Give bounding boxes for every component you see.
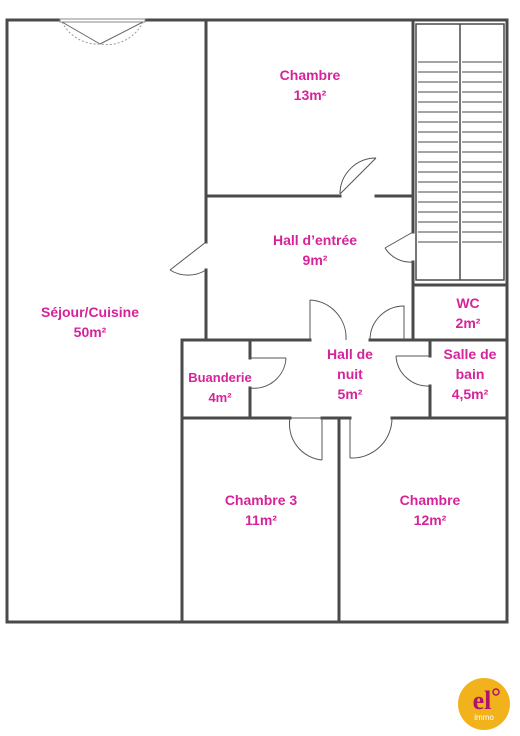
room-area: 4m² (208, 390, 232, 405)
outer-wall (5, 18, 509, 624)
room-name: WC (456, 295, 480, 311)
room-area: 4,5m² (451, 386, 489, 402)
walls (5, 18, 509, 624)
room-area: 2m² (455, 315, 481, 331)
room-area: 5m² (337, 386, 363, 402)
room-sejour-cuisine: Séjour/Cuisine 50m² (20, 302, 160, 342)
room-name-line2: nuit (337, 366, 363, 382)
el-immo-logo: el immo (458, 678, 510, 730)
staircase (415, 23, 505, 281)
room-name: Buanderie (188, 370, 252, 385)
room-name: Chambre (279, 67, 341, 83)
room-name: Chambre (399, 492, 461, 508)
svg-text:el: el (473, 686, 492, 715)
room-hall-entree: Hall d’entrée 9m² (240, 230, 390, 270)
room-area: 50m² (73, 324, 107, 340)
door-swings (169, 157, 431, 461)
room-wc: WC 2m² (430, 293, 506, 333)
room-name: Hall d’entrée (272, 232, 358, 248)
room-area: 9m² (302, 252, 328, 268)
room-area: 11m² (245, 512, 277, 528)
room-name-line2: bain (455, 366, 485, 382)
room-name-line1: Salle de (443, 346, 497, 362)
room-salle-de-bain: Salle de bain 4,5m² (434, 344, 506, 404)
room-name: Séjour/Cuisine (40, 304, 140, 320)
room-chambre-2: Chambre 12m² (370, 490, 490, 530)
room-area: 13m² (293, 87, 327, 103)
room-area: 12m² (413, 512, 447, 528)
entrance-door (59, 18, 146, 46)
room-name: Chambre 3 (224, 492, 298, 508)
room-chambre-1: Chambre 13m² (250, 65, 370, 105)
room-buanderie: Buanderie 4m² (178, 368, 262, 408)
room-hall-nuit: Hall de nuit 5m² (300, 344, 400, 404)
el-immo-logo-icon: el immo (473, 686, 500, 722)
svg-text:immo: immo (474, 713, 494, 722)
room-name-line1: Hall de (327, 346, 373, 362)
room-chambre-3: Chambre 3 11m² (200, 490, 322, 530)
